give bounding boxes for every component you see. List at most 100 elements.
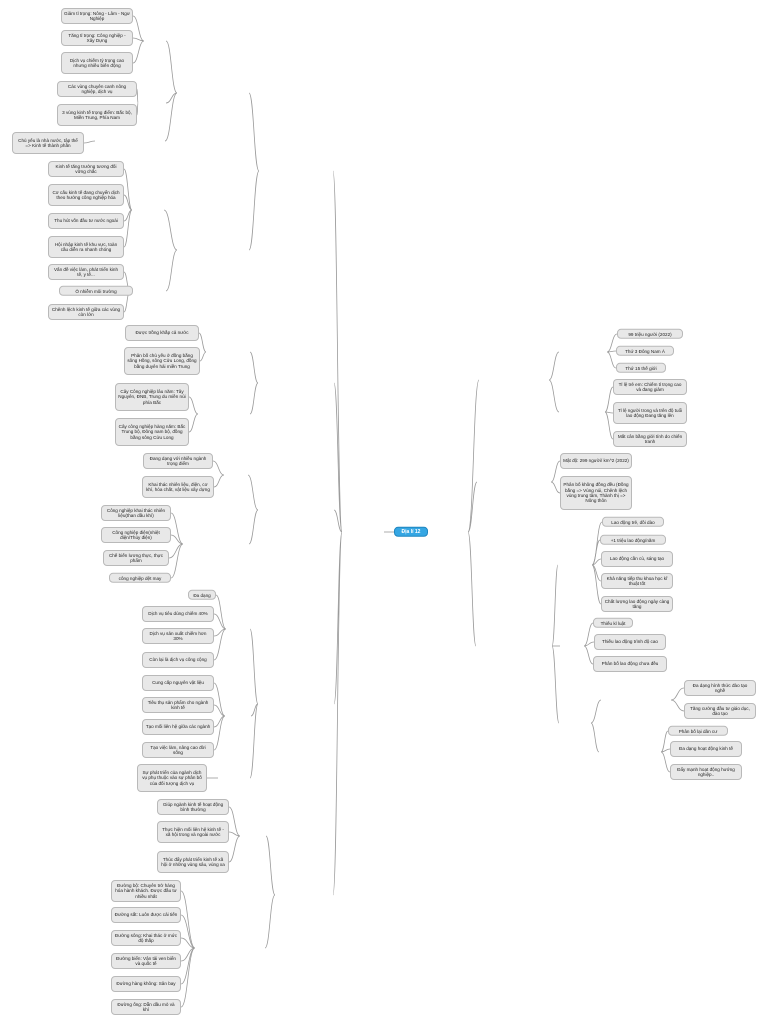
subtopic-node[interactable]: +1 triệu lao động/năm [600, 534, 666, 546]
connector-line [250, 703, 259, 717]
subtopic-node[interactable]: Giảm tỉ trọng: Nông - Lâm - Ngư Nghiệp [61, 8, 133, 24]
subtopic-node[interactable]: Mật độ: 299 người/ km^2 (2022) [560, 453, 632, 469]
connector-line [248, 509, 259, 545]
subtopic-node[interactable]: Đa dạng [188, 589, 216, 601]
subtopic-node[interactable]: Đường bộ: Chuyên trở hàng hóa hành khách… [111, 880, 181, 902]
central-topic[interactable]: Địa lí 12 [394, 526, 428, 538]
connector-line [590, 722, 600, 753]
subtopic-node[interactable]: 99 triệu người (2022) [617, 328, 683, 340]
connector-line [213, 613, 227, 630]
subtopic-node[interactable]: Tiêu thụ sản phẩm cho ngành kinh tế [142, 697, 214, 713]
subtopic-node[interactable]: Cây Công nghiệp lâu năm: Tây Nguyên, ĐNB… [115, 383, 189, 411]
subtopic-node[interactable]: Phân bố lại dân cư [668, 725, 728, 737]
connector-line [228, 835, 241, 863]
connector-line [247, 474, 259, 511]
subtopic-node[interactable]: Thiếu kỉ luật [593, 617, 633, 629]
subtopic-node[interactable]: Tỉ lệ trẻ em: Chiếm tỉ trọng cao và đang… [613, 379, 687, 395]
subtopic-node[interactable]: Tăng tỉ trọng: Công nghiệp - Xây Dựng [61, 30, 133, 46]
subtopic-node[interactable]: Thứ 15 thế giới [616, 362, 666, 374]
subtopic-node[interactable]: Tăng cường đầu tư giáo dục, đào tạo [684, 703, 756, 719]
subtopic-node[interactable]: Công nghiệp khai thác nhiên liệu(than dầ… [101, 505, 171, 521]
subtopic-node[interactable]: Lao động trẻ, dồi dào [602, 516, 664, 528]
connector-line [180, 890, 196, 949]
connector-line [198, 332, 207, 353]
subtopic-node[interactable]: Đường sắt: Luôn được cải tiến [111, 907, 181, 923]
connector-line [591, 539, 601, 566]
subtopic-node[interactable]: Đường hàng không: Sân bay [111, 976, 181, 992]
connector-line [249, 703, 259, 779]
subtopic-node[interactable]: Phân bố không đồng đều (Đồng bằng => Vùn… [560, 476, 632, 510]
subtopic-node[interactable]: Dịch vụ sản xuất chiếm hơn 30% [142, 628, 214, 644]
subtopic-node[interactable]: Chất lượng lao động ngày càng tăng [601, 596, 673, 612]
subtopic-node[interactable]: Chủ yếu là nhà nước, tập thể => Kinh tế … [12, 132, 84, 154]
connector-line [180, 947, 196, 1008]
connector-line [248, 92, 260, 172]
subtopic-node[interactable]: Cây công nghiệp hàng năm: Bắc Trung bộ, … [115, 418, 189, 446]
subtopic-node[interactable]: công nghiệp dệt may [109, 572, 171, 584]
subtopic-node[interactable]: Phân bố lao động chưa đều [593, 656, 667, 672]
subtopic-node[interactable]: Cơ cấu kinh tế đang chuyển dịch theo hướ… [48, 184, 124, 206]
subtopic-node[interactable]: Đa dạng hoạt động kinh tế [670, 741, 742, 757]
connector-line [265, 835, 276, 896]
subtopic-node[interactable]: Thiếu lao động trình độ cao [594, 634, 666, 650]
subtopic-node[interactable]: Thúc đẩy phát triển kinh tế xã hội ở nhữ… [157, 851, 229, 873]
connector-line [467, 379, 480, 533]
connector-line [199, 351, 207, 362]
subtopic-node[interactable]: 3 vùng kinh tế trọng điểm: Bắc bộ, Miền … [57, 104, 137, 126]
connector-line [123, 168, 133, 211]
subtopic-node[interactable]: Đường ống: Dẫn dầu mỏ và khí [111, 999, 181, 1015]
connector-line [213, 682, 226, 717]
connector-line [606, 333, 618, 353]
connector-line [550, 481, 561, 494]
connector-line [132, 37, 145, 42]
subtopic-node[interactable]: Thực hiện mối liên hệ kinh tế - xã hội t… [157, 821, 229, 843]
subtopic-node[interactable]: Còn lại là dịch vụ công cộng [142, 652, 214, 668]
connector-line [170, 534, 184, 545]
connector-line [590, 699, 602, 724]
subtopic-node[interactable]: Tạo mối liên hệ giữa các ngành [142, 719, 214, 735]
subtopic-node[interactable]: Dịch vụ tiêu dùng chiếm 40% [142, 606, 214, 622]
connector-line [213, 704, 226, 717]
connector-line [550, 460, 561, 483]
subtopic-node[interactable]: Phân bố chủ yếu ở đồng bằng sông Hồng, s… [124, 347, 200, 375]
connector-line [212, 460, 225, 476]
connector-line [249, 628, 259, 705]
subtopic-node[interactable]: Đẩy mạnh hoạt động hướng nghiệp.. [670, 764, 742, 780]
subtopic-node[interactable]: Đa dạng hình thức đào tạo nghề [684, 680, 756, 696]
subtopic-node[interactable]: Các vùng chuyên canh nông nghiệp, dịch v… [57, 81, 137, 97]
subtopic-node[interactable]: Tỉ lệ người trong và trên độ tuổi lao độ… [613, 402, 687, 424]
connector-line [660, 748, 671, 753]
connector-line [583, 645, 594, 665]
subtopic-node[interactable]: Lao động cần cù, sáng tạo [601, 551, 673, 567]
subtopic-node[interactable]: Được trồng khắp cả nước [125, 325, 199, 341]
connector-line [170, 512, 184, 545]
subtopic-node[interactable]: Đường biển: Vận tải ven biển và quốc tế [111, 953, 181, 969]
connector-line [591, 558, 602, 566]
subtopic-node[interactable]: Cung cấp nguyên vật liệu [142, 675, 214, 691]
subtopic-node[interactable]: Dịch vụ chiếm tỷ trọng cao nhưng nhiều b… [61, 52, 133, 74]
subtopic-node[interactable]: Sự phát triển của ngành dịch vụ phụ thuộ… [137, 764, 207, 792]
connector-line [249, 351, 259, 384]
subtopic-node[interactable]: Chênh lệch kinh tế giữa các vùng còn lớn [48, 304, 124, 320]
subtopic-node[interactable]: Chế biến lương thực, thực phẩm [103, 550, 169, 566]
subtopic-node[interactable]: Thứ 3 Đông Nam Á [616, 345, 674, 357]
connector-line [333, 509, 343, 533]
subtopic-node[interactable]: Ô nhiễm môi trường [59, 285, 133, 297]
subtopic-node[interactable]: Thu hút vốn đầu tư nước ngoài [48, 213, 124, 229]
subtopic-node[interactable]: Vấn đề việc làm, phát triển kinh tế, y t… [48, 264, 124, 280]
subtopic-node[interactable]: Khả năng tiếp thu khoa học kĩ thuật tốt [601, 573, 673, 589]
subtopic-node[interactable]: Tạo việc làm, nâng cao đời sống [142, 742, 214, 758]
subtopic-node[interactable]: Công nghiệp điện(nhiệt điện/Thủy điện) [101, 527, 171, 543]
subtopic-node[interactable]: Hội nhập kinh tế khu vực, toàn cầu diễn … [48, 236, 124, 258]
subtopic-node[interactable]: Kinh tế tăng trưởng tương đối vững chắc [48, 161, 124, 177]
subtopic-node[interactable]: Đường sông: Khai thác ở mức độ thấp [111, 930, 181, 946]
connector-line [551, 564, 559, 647]
connector-line [660, 730, 669, 753]
connector-line [215, 594, 227, 630]
connector-line [165, 40, 178, 94]
subtopic-node[interactable]: Khai thác nhiên liệu, điện, cơ khí, hóa … [142, 476, 214, 498]
subtopic-node[interactable]: Mất cân bằng giới tính do chiến tranh [613, 431, 687, 447]
subtopic-node[interactable]: Đang dạng với nhiều ngành trọng điểm [143, 453, 213, 469]
subtopic-node[interactable]: Giúp ngành kinh tế hoạt động bình thường [157, 799, 229, 815]
